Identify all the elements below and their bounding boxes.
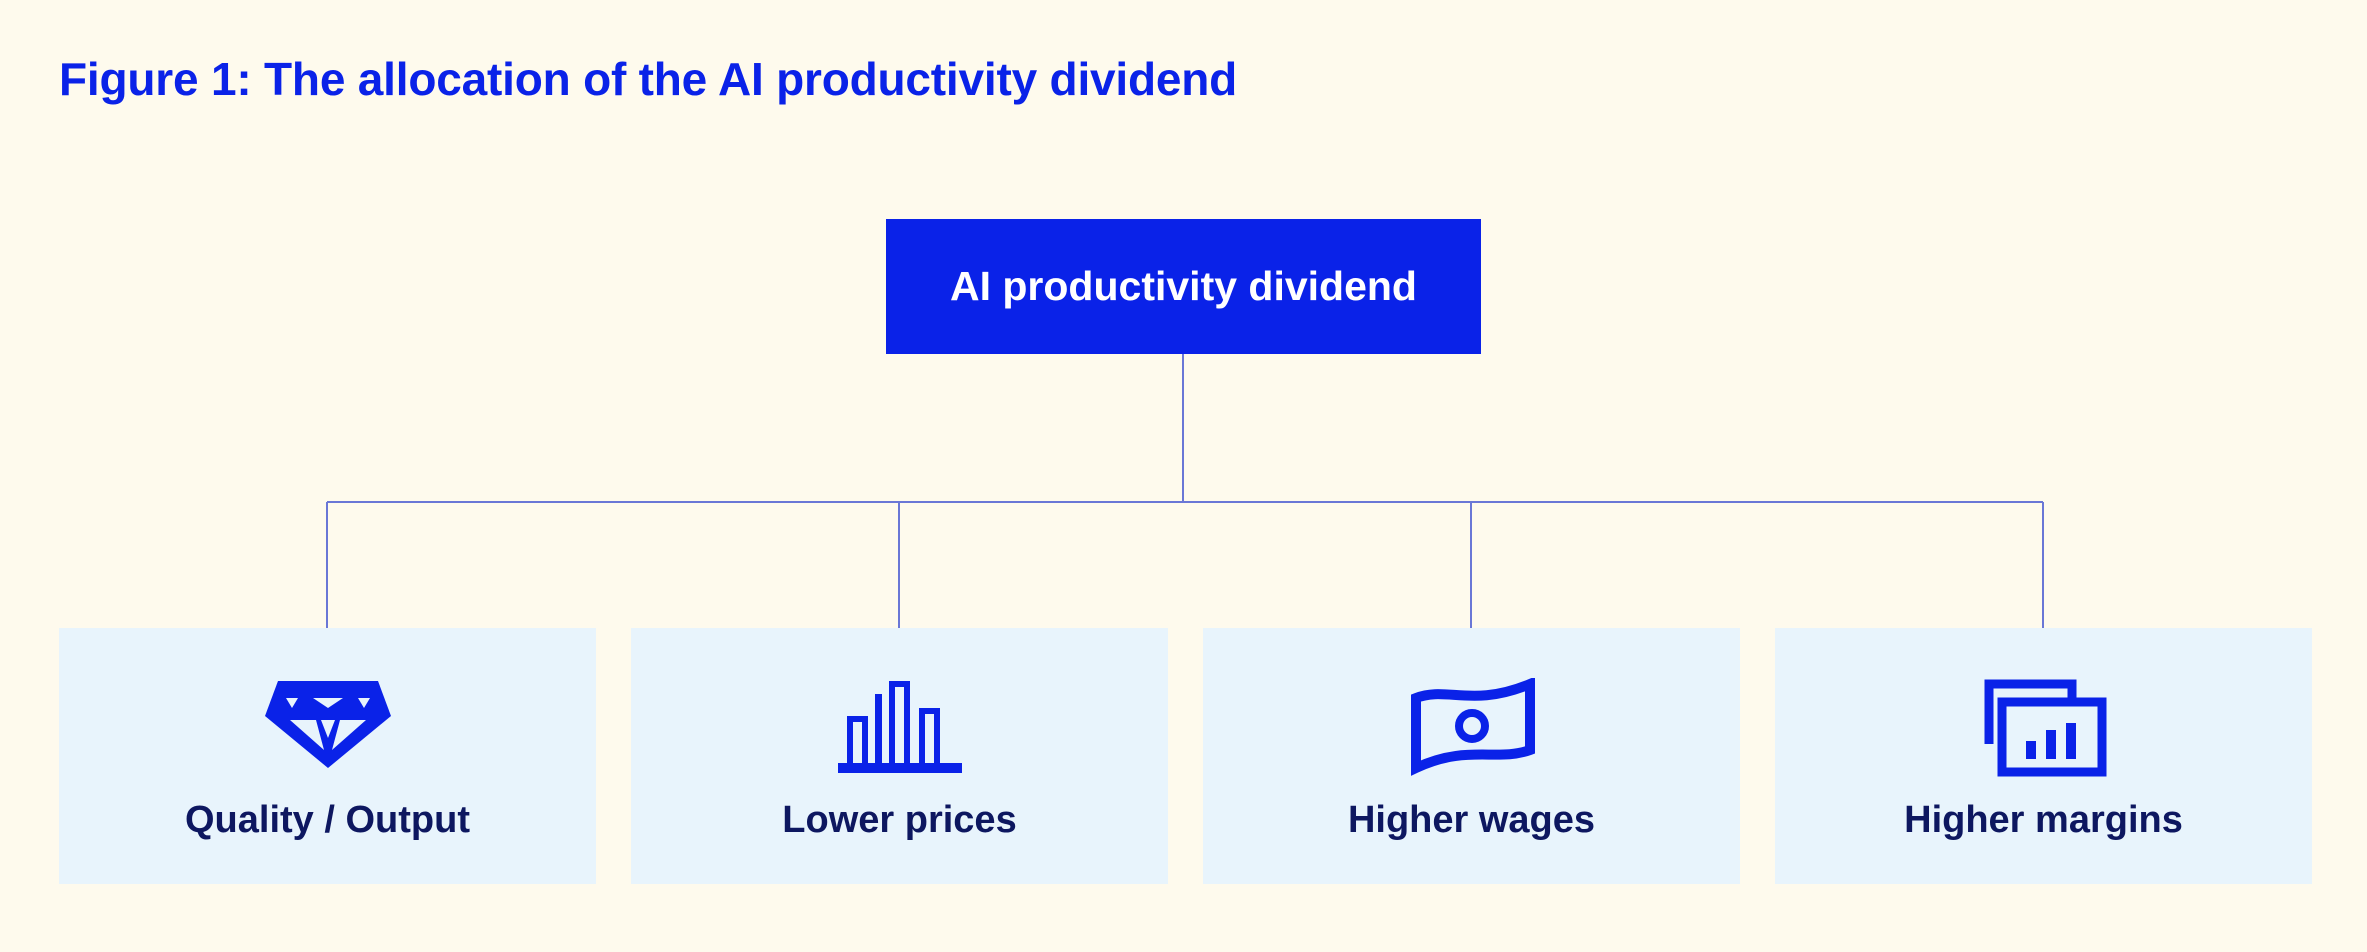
stacked-reports-icon: [1974, 678, 2114, 778]
figure-title: Figure 1: The allocation of the AI produ…: [59, 53, 1238, 105]
child-node-quality-output: Quality / Output: [59, 628, 596, 884]
child-node-label: Higher wages: [1347, 799, 1596, 841]
banknote-icon: [1402, 678, 1542, 778]
child-node-label: Lower prices: [782, 799, 1017, 841]
child-node-higher-wages: Higher wages: [1203, 628, 1740, 884]
diamond-icon: [258, 678, 398, 778]
root-node-label: AI productivity dividend: [950, 263, 1417, 309]
child-node-higher-margins: Higher margins: [1775, 628, 2312, 884]
child-node-label: Quality / Output: [185, 799, 470, 841]
child-node-lower-prices: Lower prices: [631, 628, 1168, 884]
bar-chart-icon: [830, 678, 970, 778]
root-node: AI productivity dividend: [886, 219, 1481, 354]
child-node-label: Higher margins: [1904, 799, 2183, 841]
